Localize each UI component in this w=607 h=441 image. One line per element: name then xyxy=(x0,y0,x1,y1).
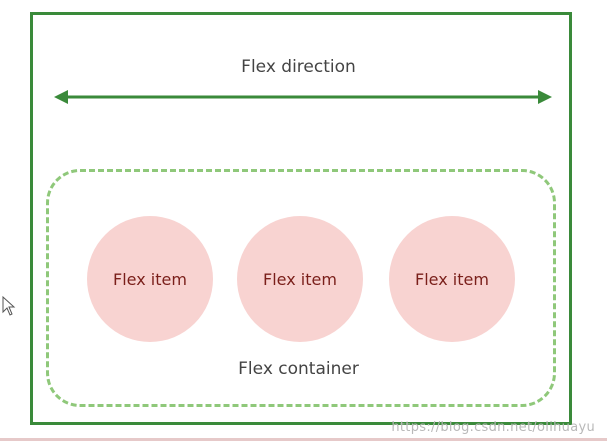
double-headed-arrow-icon xyxy=(54,90,552,104)
flex-container-box xyxy=(46,169,556,407)
flex-item-label: Flex item xyxy=(415,269,489,289)
flex-item-label: Flex item xyxy=(263,269,337,289)
flex-container-label: Flex container xyxy=(238,359,359,379)
flex-direction-label: Flex direction xyxy=(241,57,356,77)
flex-item-label: Flex item xyxy=(113,269,187,289)
flex-item-2: Flex item xyxy=(237,216,363,342)
mouse-pointer-icon xyxy=(2,295,16,316)
flex-item-1: Flex item xyxy=(87,216,213,342)
watermark: https://blog.csdn.net/olihuayu xyxy=(391,420,595,435)
flex-item-3: Flex item xyxy=(389,216,515,342)
bottom-strip xyxy=(0,438,607,441)
outer-frame xyxy=(30,12,572,425)
